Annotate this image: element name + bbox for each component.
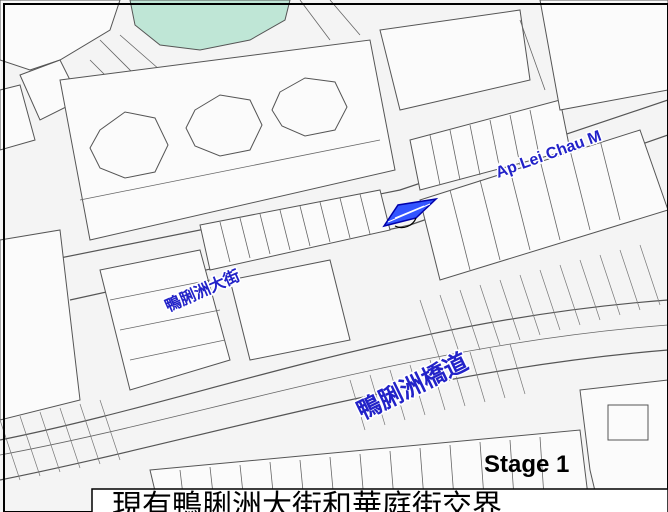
stage-label: Stage 1 xyxy=(484,451,569,478)
tower-1 xyxy=(89,111,169,179)
blue-diamond-marker-icon[interactable] xyxy=(382,197,439,229)
tower-2 xyxy=(185,94,263,157)
tower-3 xyxy=(271,77,348,137)
map-frame xyxy=(3,3,668,512)
building-lower-right xyxy=(579,379,668,512)
label-ap-lei-chau-bridge-road-zh: 鴨脷洲橋道 xyxy=(352,348,472,426)
caption-text: 現有鴨脷洲大街和華庭街交界 xyxy=(112,489,502,512)
caption-box: 現有鴨脷洲大街和華庭街交界 xyxy=(91,488,668,512)
slope-hatching xyxy=(0,244,661,481)
housing-estate-block xyxy=(59,39,396,241)
building-cluster-top-right xyxy=(299,0,668,111)
building-strip-main-street xyxy=(199,99,668,281)
building-cluster-lower-left xyxy=(0,229,351,421)
water-area xyxy=(129,0,291,51)
